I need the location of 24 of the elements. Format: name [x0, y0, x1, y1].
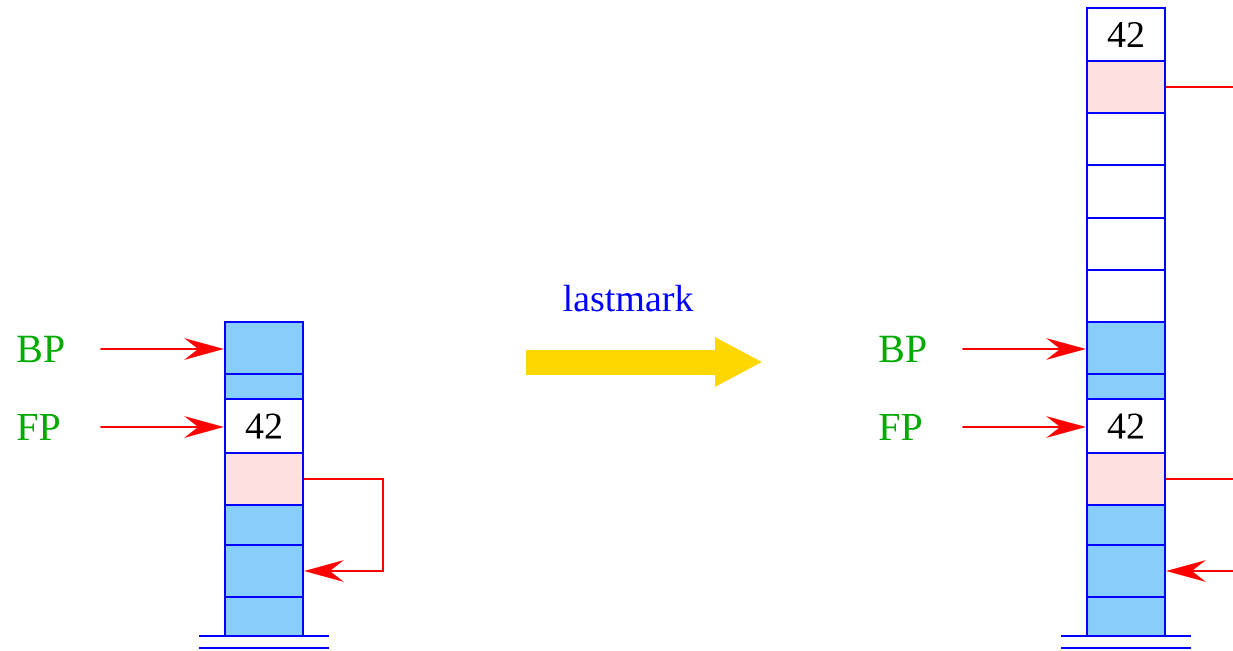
- stack-cell: [1086, 217, 1166, 271]
- stack-cell: 42: [224, 398, 304, 454]
- pointer-label: FP: [879, 413, 922, 441]
- stack-cell: [1086, 544, 1166, 598]
- stack-cell: [1086, 269, 1166, 323]
- arrow-label: lastmark: [563, 284, 694, 312]
- stack-cell: [1086, 112, 1166, 166]
- arrow: [303, 478, 384, 583]
- stack-cell: [1086, 596, 1166, 637]
- stack-cell: [1086, 164, 1166, 219]
- stack-cell: 42: [1086, 7, 1166, 62]
- stack-cell: [1086, 60, 1166, 114]
- stack-cell: [224, 504, 304, 546]
- pointer-label: BP: [879, 335, 926, 363]
- stack-cell: [224, 452, 304, 506]
- stack-cell: [1086, 504, 1166, 546]
- stack-cell: [224, 544, 304, 598]
- stack-cell: [1086, 373, 1166, 400]
- pointer-label: FP: [17, 413, 60, 441]
- stack-cell: 42: [1086, 398, 1166, 454]
- stack-cell: [224, 373, 304, 400]
- pointer-label: BP: [17, 335, 64, 363]
- stack-cell: [1086, 452, 1166, 506]
- stack-cell: [224, 596, 304, 637]
